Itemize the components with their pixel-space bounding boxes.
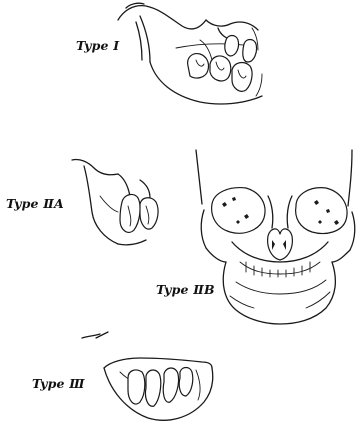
type-2b-drawing bbox=[196, 150, 355, 324]
label-type-2b: Type ⅡB bbox=[156, 282, 215, 297]
label-type-2a: Type ⅡA bbox=[6, 196, 64, 211]
type-1-drawing bbox=[118, 3, 262, 104]
type-3-drawing bbox=[82, 332, 213, 420]
label-type-3: Type Ⅲ bbox=[32, 376, 85, 391]
type-2a-drawing bbox=[72, 159, 158, 244]
label-type-1: Type Ⅰ bbox=[76, 38, 119, 53]
